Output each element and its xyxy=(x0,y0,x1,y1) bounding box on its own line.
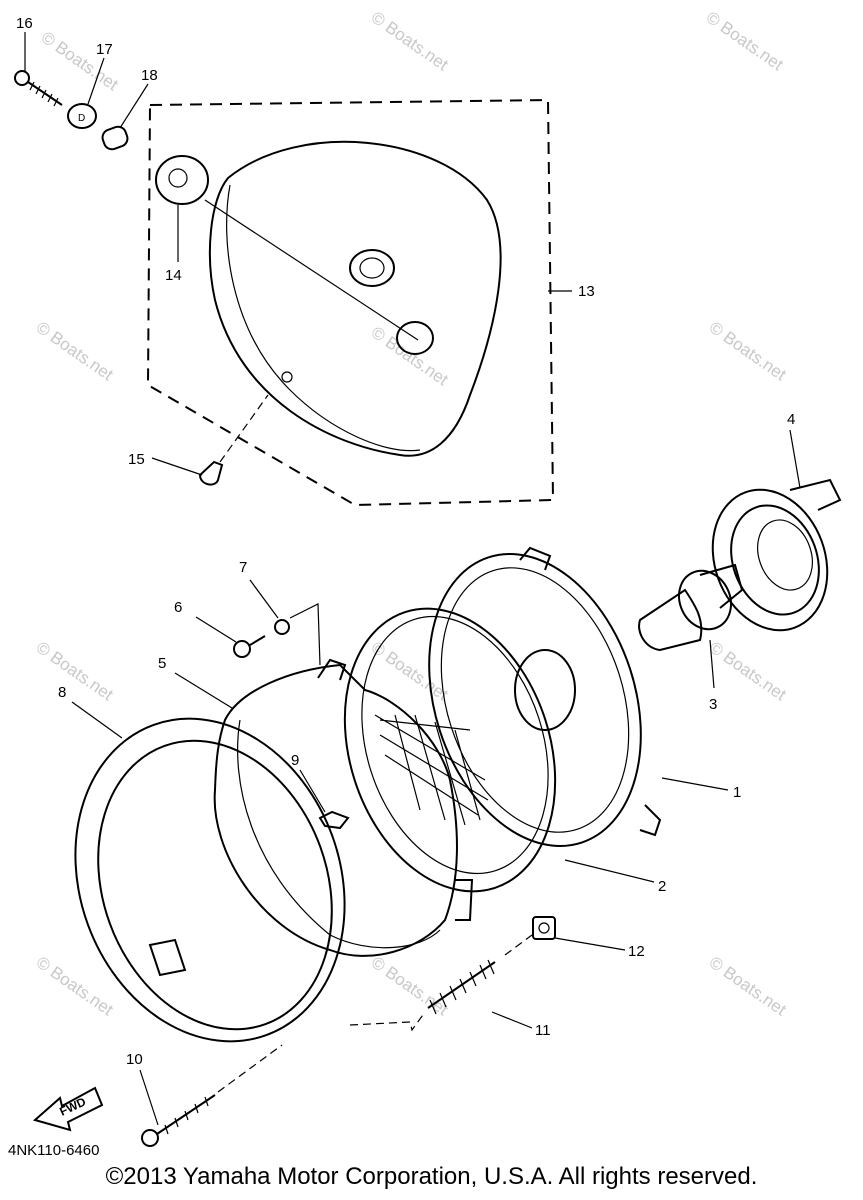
callout-labels: 16 17 18 14 13 15 4 3 1 2 7 6 5 8 9 12 1… xyxy=(8,15,795,1159)
washer-mark: D xyxy=(78,113,85,124)
callout-5: 5 xyxy=(158,655,166,672)
watermark: © Boats.net xyxy=(368,323,452,390)
rim-screw xyxy=(233,635,266,658)
assembly-axis-line xyxy=(204,199,419,341)
headlight-bulb xyxy=(638,563,744,652)
callout-7: 7 xyxy=(239,559,247,576)
callout-15: 15 xyxy=(128,451,145,468)
callout-4: 4 xyxy=(787,411,795,428)
fwd-arrow-icon: FWD xyxy=(32,1086,104,1132)
housing-screw xyxy=(198,394,269,486)
callout-14: 14 xyxy=(165,267,182,284)
grommet xyxy=(155,155,209,205)
watermark: © Boats.net xyxy=(368,8,452,75)
callout-2: 2 xyxy=(658,878,666,895)
leader-lines xyxy=(24,32,801,1126)
adjusting-screw xyxy=(141,1044,283,1147)
top-bolt xyxy=(14,70,63,107)
callout-16: 16 xyxy=(16,15,33,32)
outer-rim-ring xyxy=(74,717,346,1043)
headlight-rim xyxy=(213,658,474,957)
callout-11: 11 xyxy=(535,1022,551,1039)
watermark: © Boats.net xyxy=(706,638,790,705)
collar xyxy=(101,125,129,151)
callout-18: 18 xyxy=(141,67,158,84)
watermark: © Boats.net xyxy=(368,638,452,705)
reflector-unit xyxy=(428,546,662,847)
headlight-lens xyxy=(343,607,557,893)
bulb-socket-cover xyxy=(711,478,842,632)
watermark: © Boats.net xyxy=(33,318,117,385)
headlight-housing xyxy=(208,140,502,457)
callout-9: 9 xyxy=(291,752,299,769)
watermark: © Boats.net xyxy=(703,8,787,75)
callout-1: 1 xyxy=(733,784,741,801)
watermark: © Boats.net xyxy=(706,953,790,1020)
mounting-clip xyxy=(318,810,350,830)
callout-8: 8 xyxy=(58,684,66,701)
adjuster-spring xyxy=(427,934,533,1015)
bracket-guide-line xyxy=(349,1011,426,1032)
watermark: © Boats.net xyxy=(38,28,122,95)
watermark: © Boats.net xyxy=(368,953,452,1020)
washer: D xyxy=(67,103,97,129)
adjuster-nut xyxy=(532,916,556,940)
diagram-code: 4NK110-6460 xyxy=(8,1142,99,1159)
callout-17: 17 xyxy=(96,41,113,58)
rim-nut xyxy=(274,603,321,666)
copyright-notice: ©2013 Yamaha Motor Corporation, U.S.A. A… xyxy=(105,1163,758,1190)
callout-6: 6 xyxy=(174,599,182,616)
callout-3: 3 xyxy=(709,696,717,713)
watermark: © Boats.net xyxy=(706,318,790,385)
watermark: © Boats.net xyxy=(33,953,117,1020)
callout-12: 12 xyxy=(628,943,645,960)
callout-10: 10 xyxy=(126,1051,143,1068)
callout-13: 13 xyxy=(578,283,595,300)
watermark: © Boats.net xyxy=(33,638,117,705)
housing-assembly-box xyxy=(146,98,555,507)
